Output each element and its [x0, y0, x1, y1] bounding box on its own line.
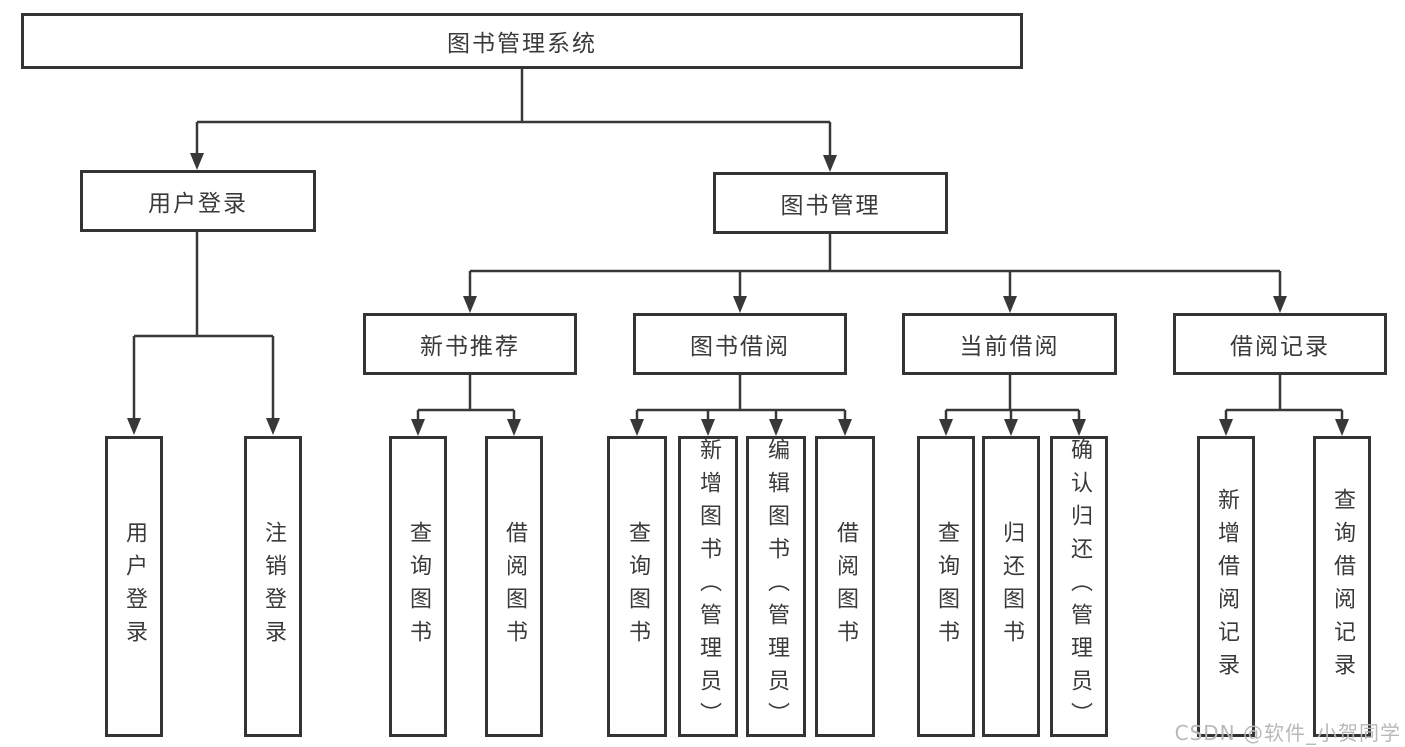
leaf-return-books: 归还图书	[982, 436, 1040, 737]
arrow-down-icon	[769, 419, 783, 436]
leaf-query-borrow-record: 查询借阅记录	[1313, 436, 1371, 737]
arrow-down-icon	[823, 155, 837, 172]
leaf-logout: 注销登录	[244, 436, 302, 737]
edge-dangqian-to-leaves	[939, 375, 1086, 436]
leaf-query-books-recommend: 查询图书	[389, 436, 447, 737]
leaf-label: 用户登录	[122, 520, 147, 653]
node-label: 图书管理	[780, 193, 881, 219]
node-borrowing-records: 借阅记录	[1173, 313, 1387, 375]
arrow-down-icon	[127, 418, 141, 435]
edge-xinshu-to-leaves	[411, 375, 521, 436]
arrow-down-icon	[1072, 419, 1086, 436]
arrow-down-icon	[838, 419, 852, 436]
leaf-edit-book-admin: 编辑图书（管理员）	[746, 436, 806, 737]
arrow-down-icon	[1219, 419, 1233, 436]
arrow-down-icon	[1273, 296, 1287, 313]
node-book-management: 图书管理	[713, 172, 948, 234]
node-root: 图书管理系统	[21, 13, 1023, 69]
edge-jieyue-to-leaves	[630, 375, 852, 436]
node-label: 借阅记录	[1230, 334, 1330, 360]
arrow-down-icon	[266, 418, 280, 435]
node-user-login: 用户登录	[80, 170, 316, 232]
leaf-label: 归还图书	[999, 520, 1024, 653]
arrow-down-icon	[507, 419, 521, 436]
arrow-down-icon	[190, 153, 204, 170]
edge-jilu-to-leaves	[1219, 375, 1349, 436]
arrow-down-icon	[939, 419, 953, 436]
arrow-down-icon	[1003, 296, 1017, 313]
arrow-down-icon	[630, 419, 644, 436]
node-label: 用户登录	[148, 191, 248, 217]
leaf-label: 新增借阅记录	[1214, 487, 1239, 686]
leaf-borrow-books-borrowing: 借阅图书	[815, 436, 875, 737]
leaf-user-login: 用户登录	[105, 436, 163, 737]
leaf-label: 新增图书（管理员）	[696, 438, 721, 735]
leaf-label: 注销登录	[261, 520, 286, 653]
node-book-borrowing: 图书借阅	[633, 313, 847, 375]
node-new-book-recommendation: 新书推荐	[363, 313, 577, 375]
leaf-add-book-admin: 新增图书（管理员）	[678, 436, 738, 737]
leaf-label: 借阅图书	[502, 520, 527, 653]
leaf-label: 查询图书	[406, 520, 431, 653]
edge-root-to-level1	[190, 69, 837, 172]
arrow-down-icon	[463, 296, 477, 313]
arrow-down-icon	[701, 419, 715, 436]
leaf-label: 查询借阅记录	[1330, 487, 1355, 686]
leaf-query-books-current: 查询图书	[917, 436, 975, 737]
edge-login-to-leaves	[127, 232, 280, 435]
leaf-borrow-books-recommend: 借阅图书	[485, 436, 543, 737]
node-label: 图书借阅	[690, 334, 790, 360]
leaf-add-borrow-record: 新增借阅记录	[1197, 436, 1255, 737]
leaf-label: 确认归还（管理员）	[1067, 438, 1092, 735]
arrow-down-icon	[411, 419, 425, 436]
node-label: 新书推荐	[420, 334, 520, 360]
node-current-borrowing: 当前借阅	[902, 313, 1117, 375]
watermark: CSDN @软件_小贺同学	[1174, 721, 1401, 745]
arrow-down-icon	[1335, 419, 1349, 436]
leaf-label: 查询图书	[934, 520, 959, 653]
leaf-label: 编辑图书（管理员）	[764, 438, 789, 735]
edge-mgmt-to-level2	[463, 234, 1287, 313]
arrow-down-icon	[733, 296, 747, 313]
leaf-query-books-borrowing: 查询图书	[607, 436, 667, 737]
leaf-confirm-return-admin: 确认归还（管理员）	[1050, 436, 1108, 737]
leaf-label: 借阅图书	[833, 520, 858, 653]
arrow-down-icon	[1004, 419, 1018, 436]
leaf-label: 查询图书	[625, 520, 650, 653]
node-label: 当前借阅	[959, 334, 1060, 360]
node-root-label: 图书管理系统	[447, 31, 597, 57]
